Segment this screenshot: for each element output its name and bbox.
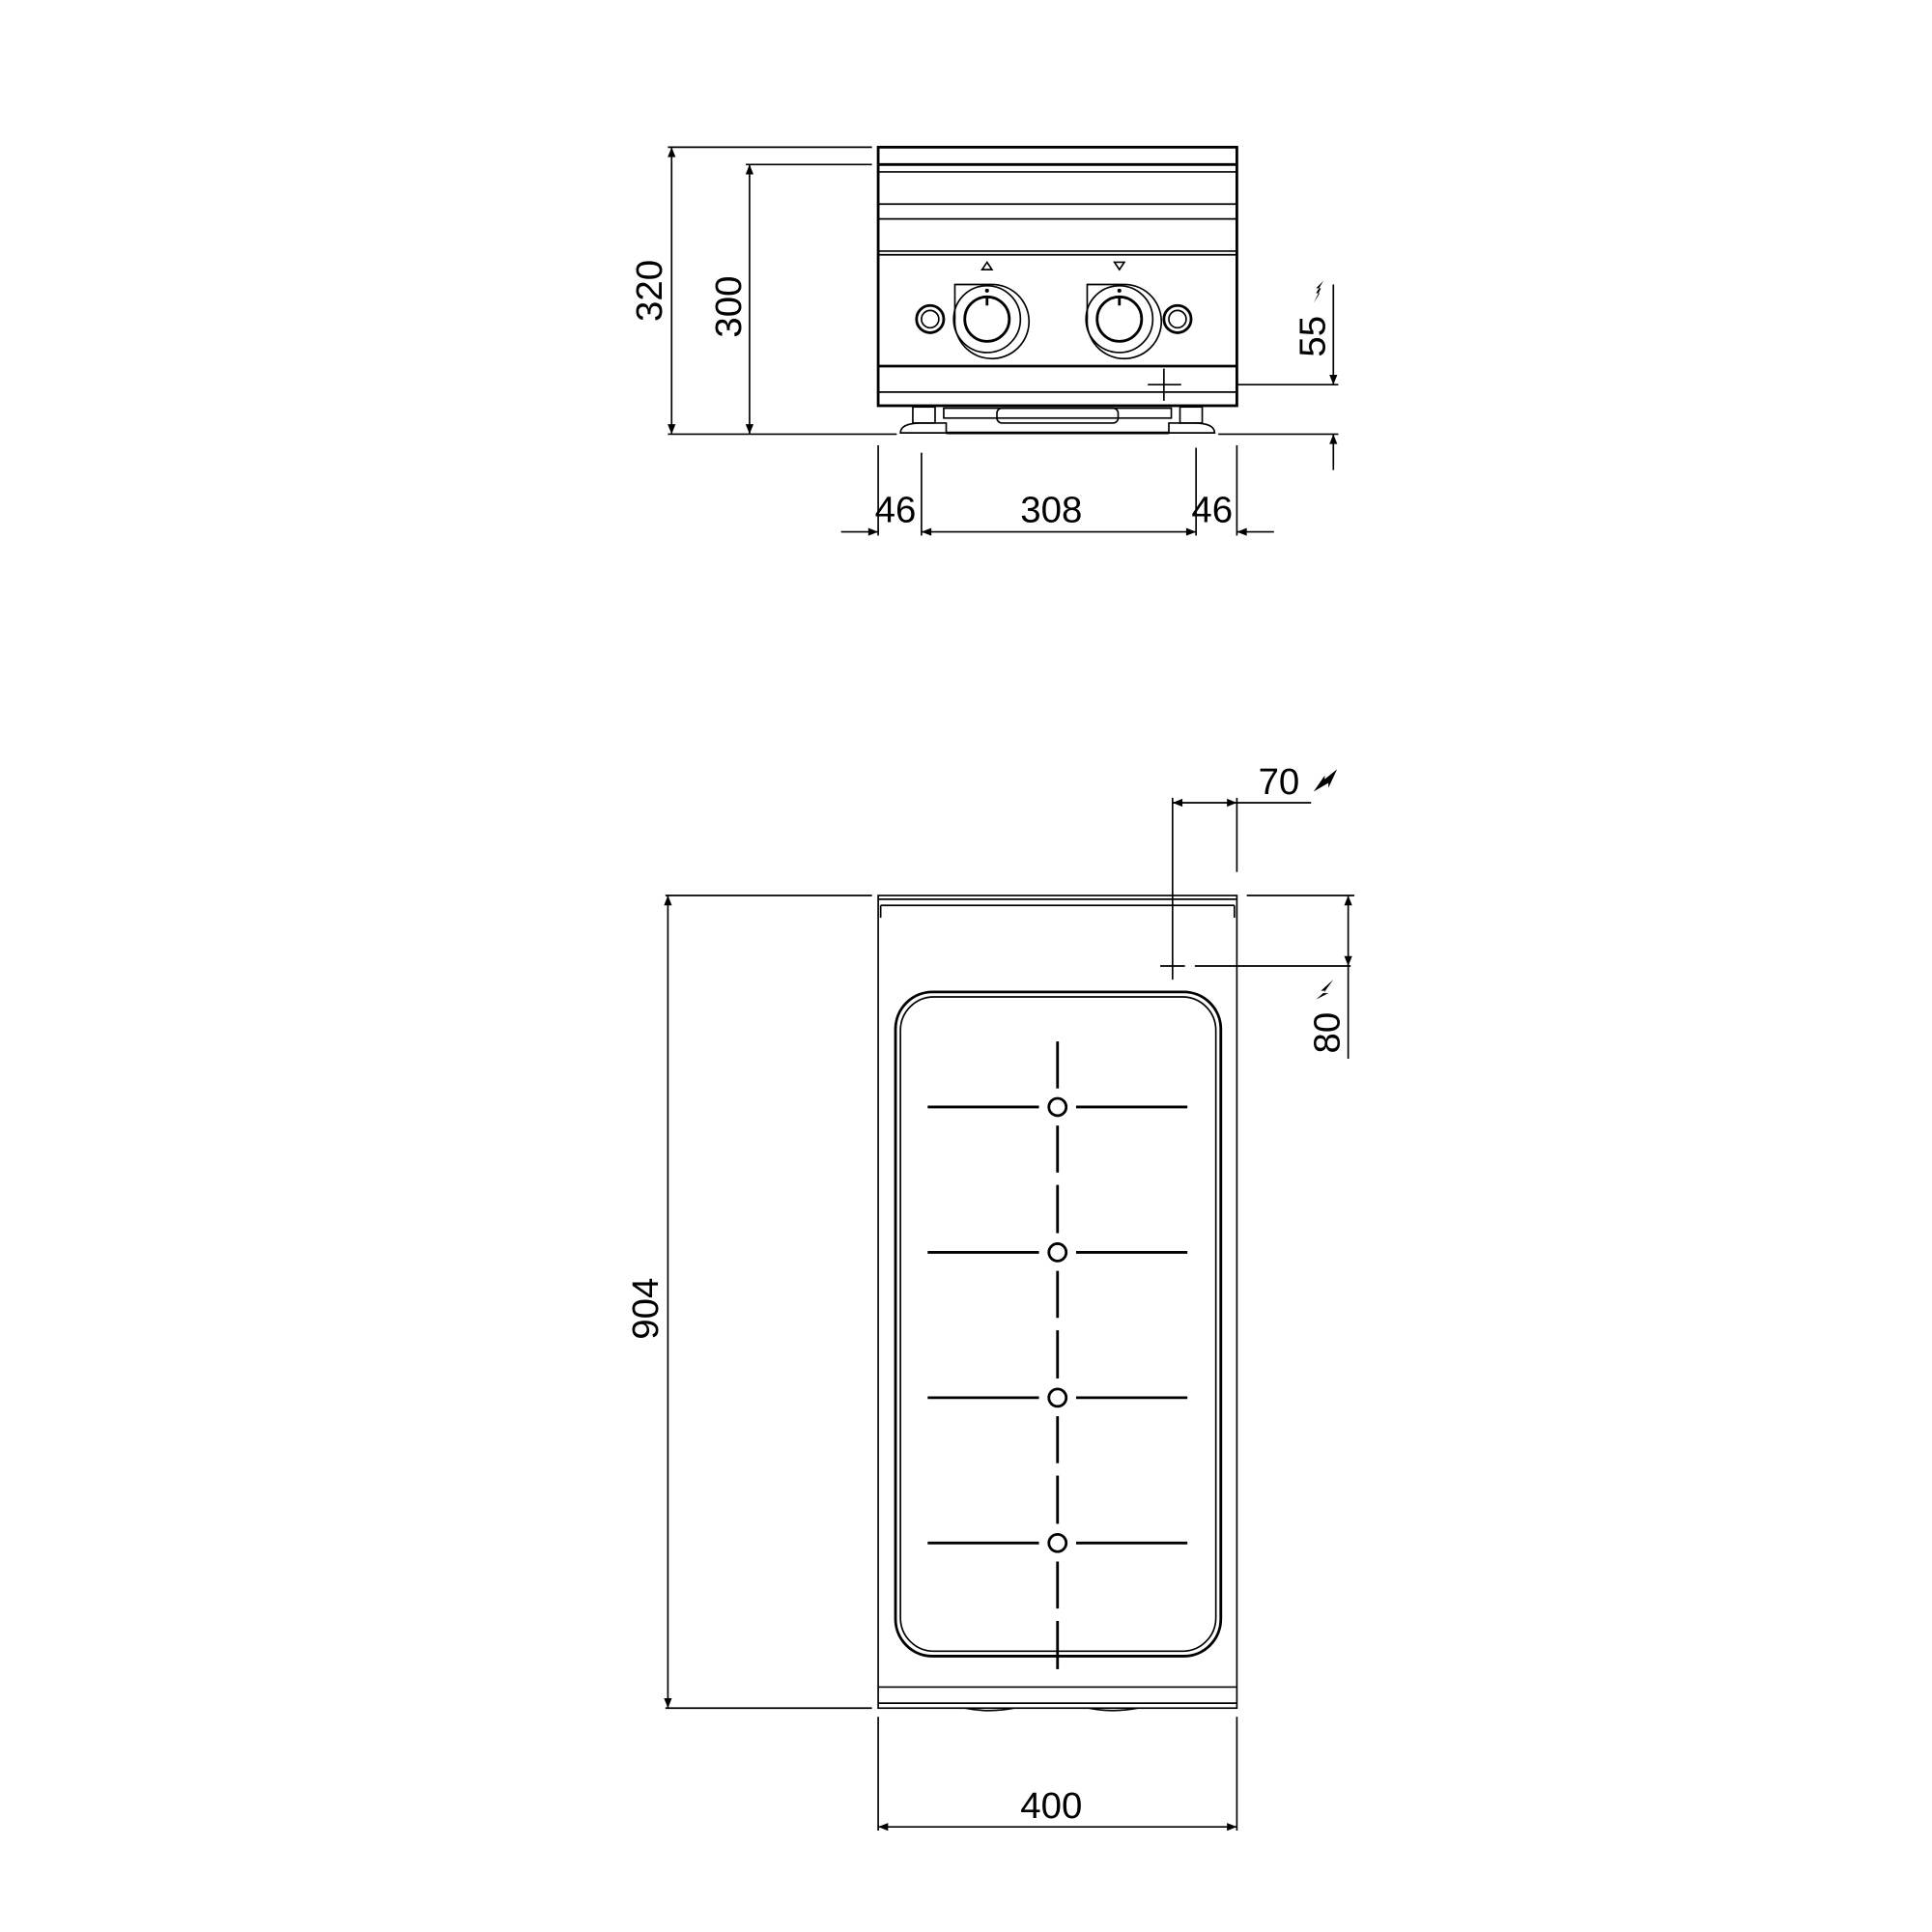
dim-body-height: 300 (708, 275, 750, 337)
burner-center (1047, 1387, 1068, 1408)
dim-right-offset: 46 (1191, 489, 1233, 530)
top-dimensions: 904 400 70 80 (625, 761, 1355, 1832)
feet (899, 406, 1216, 435)
lightning-icon (1313, 280, 1324, 303)
triangle-down-icon (1113, 261, 1126, 271)
dim-feet-span: 308 (1020, 489, 1082, 530)
front-view (876, 145, 1238, 435)
dim-left-offset: 46 (875, 489, 917, 530)
top-view (877, 895, 1238, 1712)
hot-plate (894, 990, 1223, 1658)
burner-center (1047, 1096, 1068, 1118)
knob-right[interactable] (1085, 261, 1162, 359)
dim-electrical-x: 70 (1259, 761, 1300, 803)
burner-center (1047, 1532, 1068, 1553)
electrical-connection-mark (1148, 368, 1181, 401)
indicator-light-left (915, 303, 946, 334)
knob-left[interactable] (952, 260, 1030, 359)
dim-overall-height: 320 (629, 260, 670, 322)
dim-electrical-y: 80 (1307, 1012, 1349, 1054)
lightning-icon (1313, 769, 1338, 792)
dim-depth: 904 (625, 1278, 667, 1340)
dim-electrical-height: 55 (1292, 316, 1333, 357)
indicator-light-right (1162, 303, 1193, 334)
burner-center (1047, 1242, 1068, 1263)
lightning-icon (1316, 980, 1334, 1000)
dim-width: 400 (1020, 1785, 1082, 1827)
triangle-up-icon (980, 260, 994, 270)
top-body-outline (877, 895, 1238, 1710)
burner-group (927, 1041, 1188, 1669)
front-dimensions: 320 300 55 46 308 46 (629, 146, 1339, 536)
front-body-outline (876, 145, 1238, 408)
